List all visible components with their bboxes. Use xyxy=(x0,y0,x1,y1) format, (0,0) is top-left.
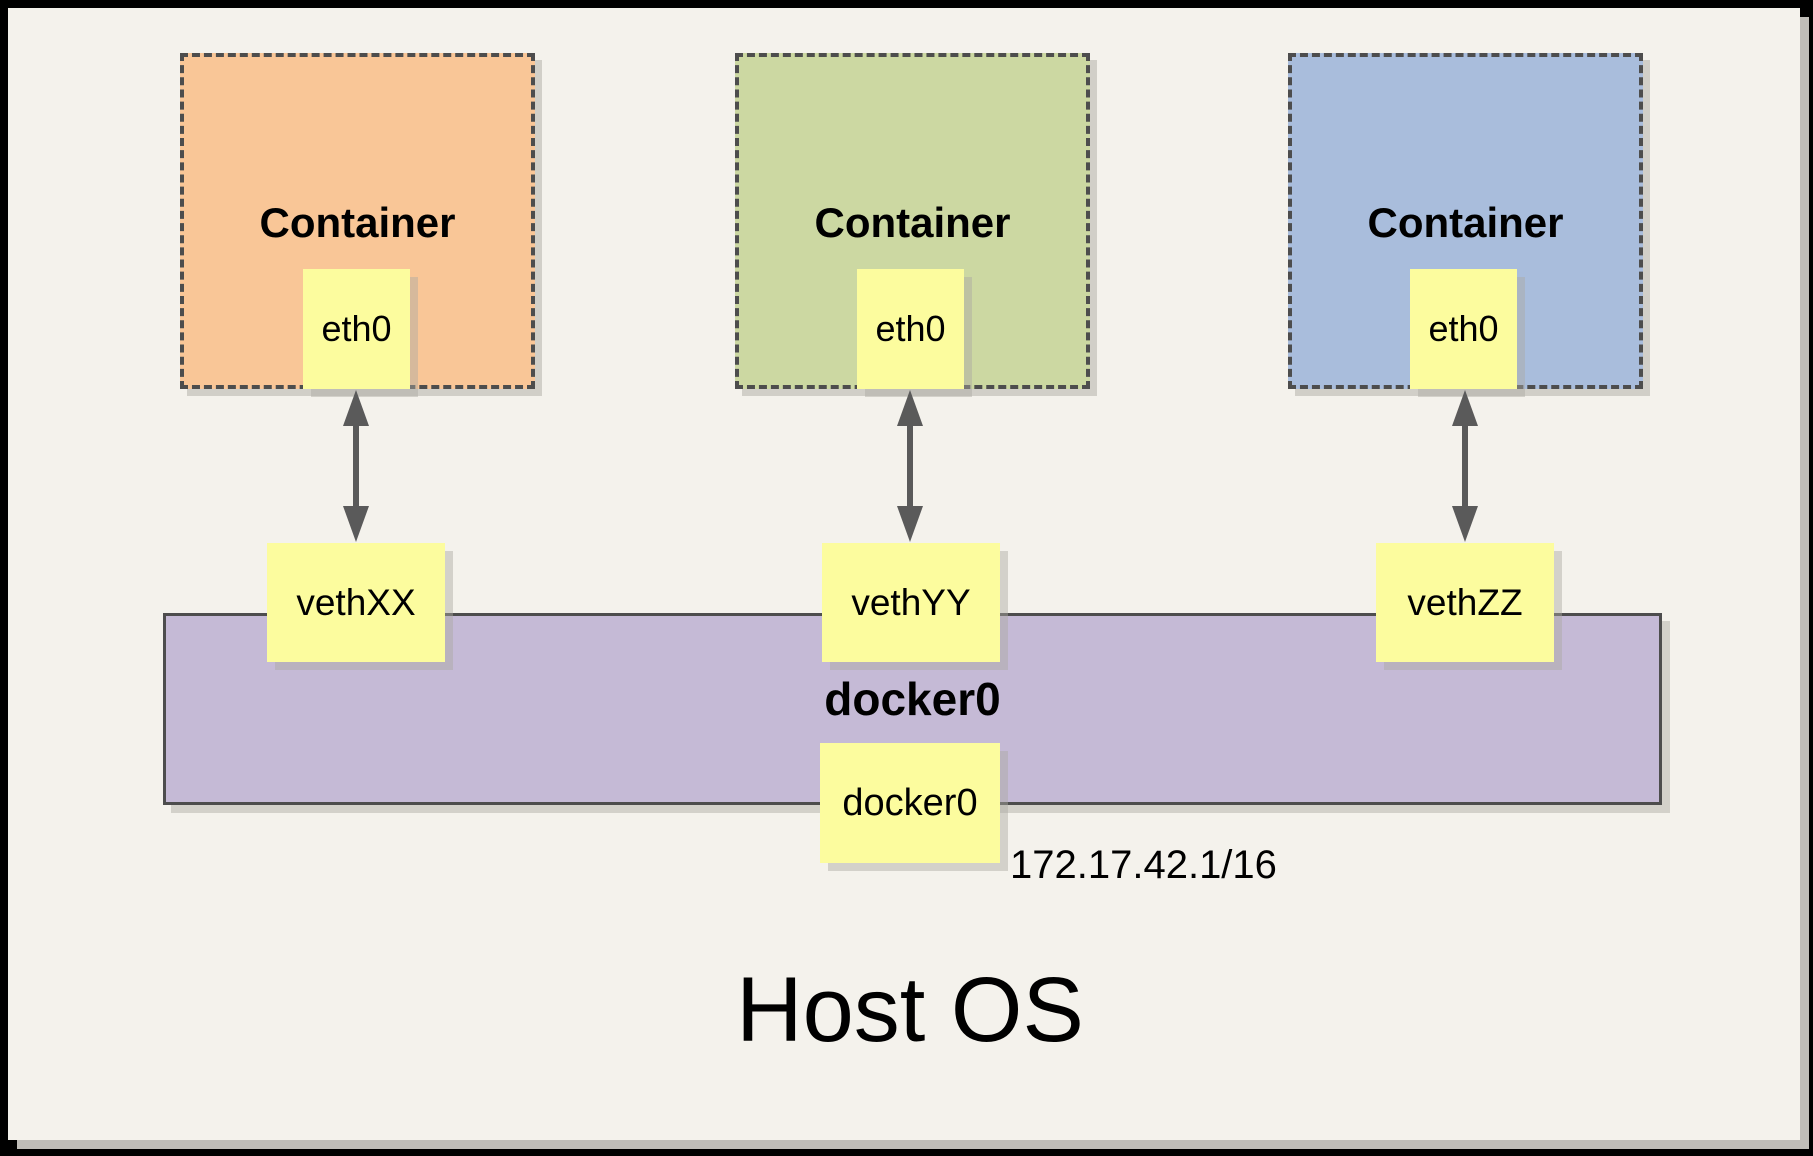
eth0-label-2: eth0 xyxy=(875,308,946,349)
vethZZ-label: vethZZ xyxy=(1407,581,1523,623)
bridge-ip-address: 172.17.42.1/16 xyxy=(1010,843,1277,887)
host-os-box: Container eth0 Container eth0 Container … xyxy=(8,8,1800,1140)
vethYY-label: vethYY xyxy=(851,581,971,623)
container-3-label: Container xyxy=(1367,199,1564,246)
vethYY-note: vethYY xyxy=(822,543,1000,662)
docker0-interface-note: docker0 xyxy=(820,743,1000,863)
eth0-note-2: eth0 xyxy=(857,269,964,389)
container-1-label: Container xyxy=(259,199,456,246)
docker0-interface-label: docker0 xyxy=(842,781,978,824)
eth0-note-1: eth0 xyxy=(303,269,410,389)
vethXX-note: vethXX xyxy=(267,543,445,662)
vethZZ-note: vethZZ xyxy=(1376,543,1554,662)
container-2-label: Container xyxy=(814,199,1011,246)
eth0-note-3: eth0 xyxy=(1410,269,1517,389)
eth0-label-3: eth0 xyxy=(1428,308,1499,349)
host-os-title: Host OS xyxy=(736,959,1084,1061)
veth-connection-arrow-1 xyxy=(343,390,369,542)
vethXX-label: vethXX xyxy=(296,581,416,623)
eth0-label-1: eth0 xyxy=(321,308,392,349)
veth-connection-arrow-2 xyxy=(897,390,923,542)
docker0-bridge-label: docker0 xyxy=(824,673,1001,725)
veth-connection-arrow-3 xyxy=(1452,390,1478,542)
